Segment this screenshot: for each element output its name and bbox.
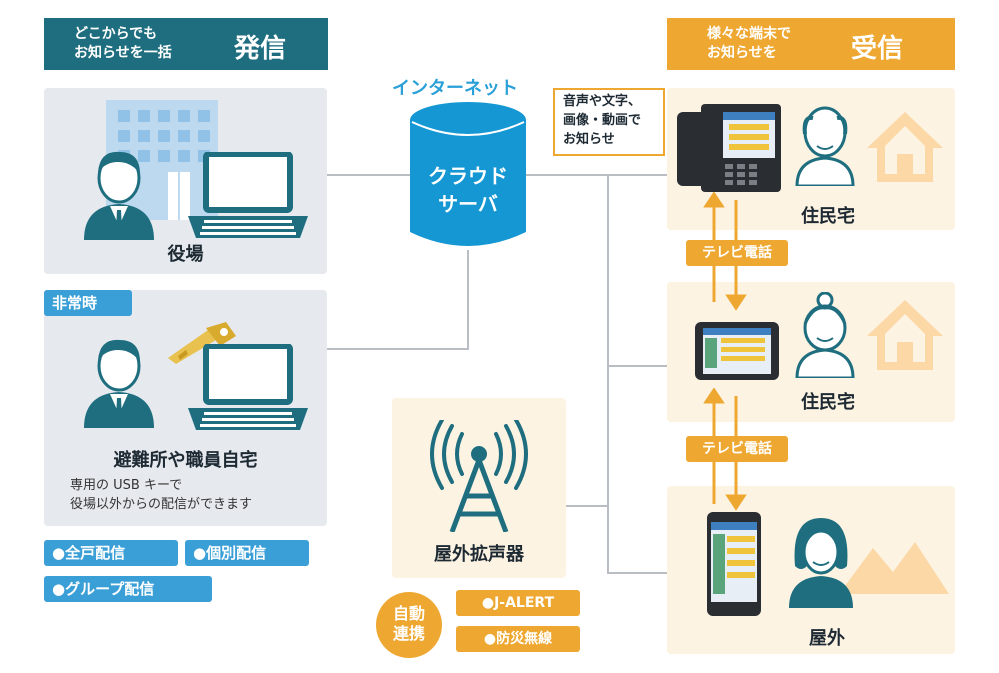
usb-note: 専用の USB キーで 役場以外からの配信ができます [70, 476, 320, 514]
usb-note-line1: 専用の USB キーで [70, 478, 183, 493]
cloud-server-icon [410, 102, 526, 246]
elderly-woman-icon [795, 292, 855, 378]
cloud-server-label: クラウド サーバ [408, 162, 528, 218]
cloud-line1: クラウド [428, 164, 508, 188]
staff-person-icon [84, 339, 154, 428]
callout-line1: 音声や文字、 [563, 94, 642, 109]
send-header: どこからでも お知らせを一括 発信 [44, 18, 328, 70]
elderly-man-icon [795, 106, 855, 186]
emergency-tag: 非常時 [44, 290, 132, 316]
home-laptop-icon [188, 344, 308, 430]
mountain-icon [839, 542, 949, 594]
tablet-videophone-icon [695, 322, 779, 380]
connector-cloud-down [467, 250, 469, 350]
residence2-label: 住民宅 [801, 392, 855, 413]
connector-office-cloud [326, 174, 410, 176]
antenna-icon [430, 420, 528, 532]
office-label: 役場 [167, 244, 204, 265]
receive-header: 様々な端末で お知らせを 受信 [667, 18, 955, 70]
disaster-radio-item: ●防災無線 [456, 626, 580, 652]
receive-header-title: 受信 [851, 34, 904, 64]
tv-phone-arrows-upper [703, 192, 747, 311]
emergency-panel: 非常時 避難所や職員自宅 専用の USB キーで 役場以外からの配信ができます [44, 290, 327, 526]
connector-shelter-cloud [326, 348, 468, 350]
outdoor-speaker-panel: 屋外拡声器 [392, 398, 566, 578]
individual-delivery-button[interactable]: ●個別配信 [185, 540, 309, 566]
house2-icon [867, 300, 943, 370]
residence1-label: 住民宅 [801, 206, 855, 227]
internet-label: インターネット [392, 78, 518, 99]
j-alert-item: ●J-ALERT [456, 590, 580, 616]
outdoor-label: 屋外 [809, 628, 845, 649]
send-header-line2: お知らせを一括 [74, 45, 172, 61]
woman-icon [789, 518, 853, 608]
connector-cloud-right [526, 174, 668, 176]
group-delivery-button[interactable]: ●グループ配信 [44, 576, 212, 602]
auto-link-line1: 自動 [392, 604, 425, 623]
house-icon [867, 112, 943, 182]
connector-trunk-residence2 [607, 365, 667, 367]
smartphone-icon [707, 512, 761, 616]
receive-header-line1: 様々な端末で [707, 26, 791, 42]
tv-phone-label-lower: テレビ電話 [686, 436, 788, 462]
laptop-icon [188, 152, 308, 238]
auto-link-line2: 連携 [392, 624, 425, 643]
usb-note-line2: 役場以外からの配信ができます [70, 497, 253, 512]
desk-videophone-icon [677, 104, 781, 192]
auto-link-badge: 自動 連携 [376, 592, 442, 658]
connector-trunk-outdoor [607, 572, 667, 574]
callout-line2: 画像・動画で [563, 113, 642, 128]
shelter-label: 避難所や職員自宅 [113, 450, 258, 471]
outdoor-speaker-label: 屋外拡声器 [434, 544, 524, 565]
all-households-delivery-button[interactable]: ●全戸配信 [44, 540, 178, 566]
connector-speaker-trunk [566, 505, 608, 507]
office-panel: 役場 [44, 88, 327, 274]
cloud-line2: サーバ [438, 192, 498, 216]
send-header-title: 発信 [234, 34, 287, 64]
connector-right-trunk [607, 174, 609, 574]
receive-header-line2: お知らせを [707, 45, 777, 61]
person-icon [84, 151, 154, 240]
send-header-line1: どこからでも [74, 26, 158, 42]
tv-phone-label-upper: テレビ電話 [686, 240, 788, 266]
usb-key-icon [168, 322, 236, 364]
callout-line3: お知らせ [563, 132, 615, 147]
notification-callout: 音声や文字、 画像・動画で お知らせ [553, 88, 665, 156]
outdoor-panel: 屋外 [667, 486, 955, 654]
